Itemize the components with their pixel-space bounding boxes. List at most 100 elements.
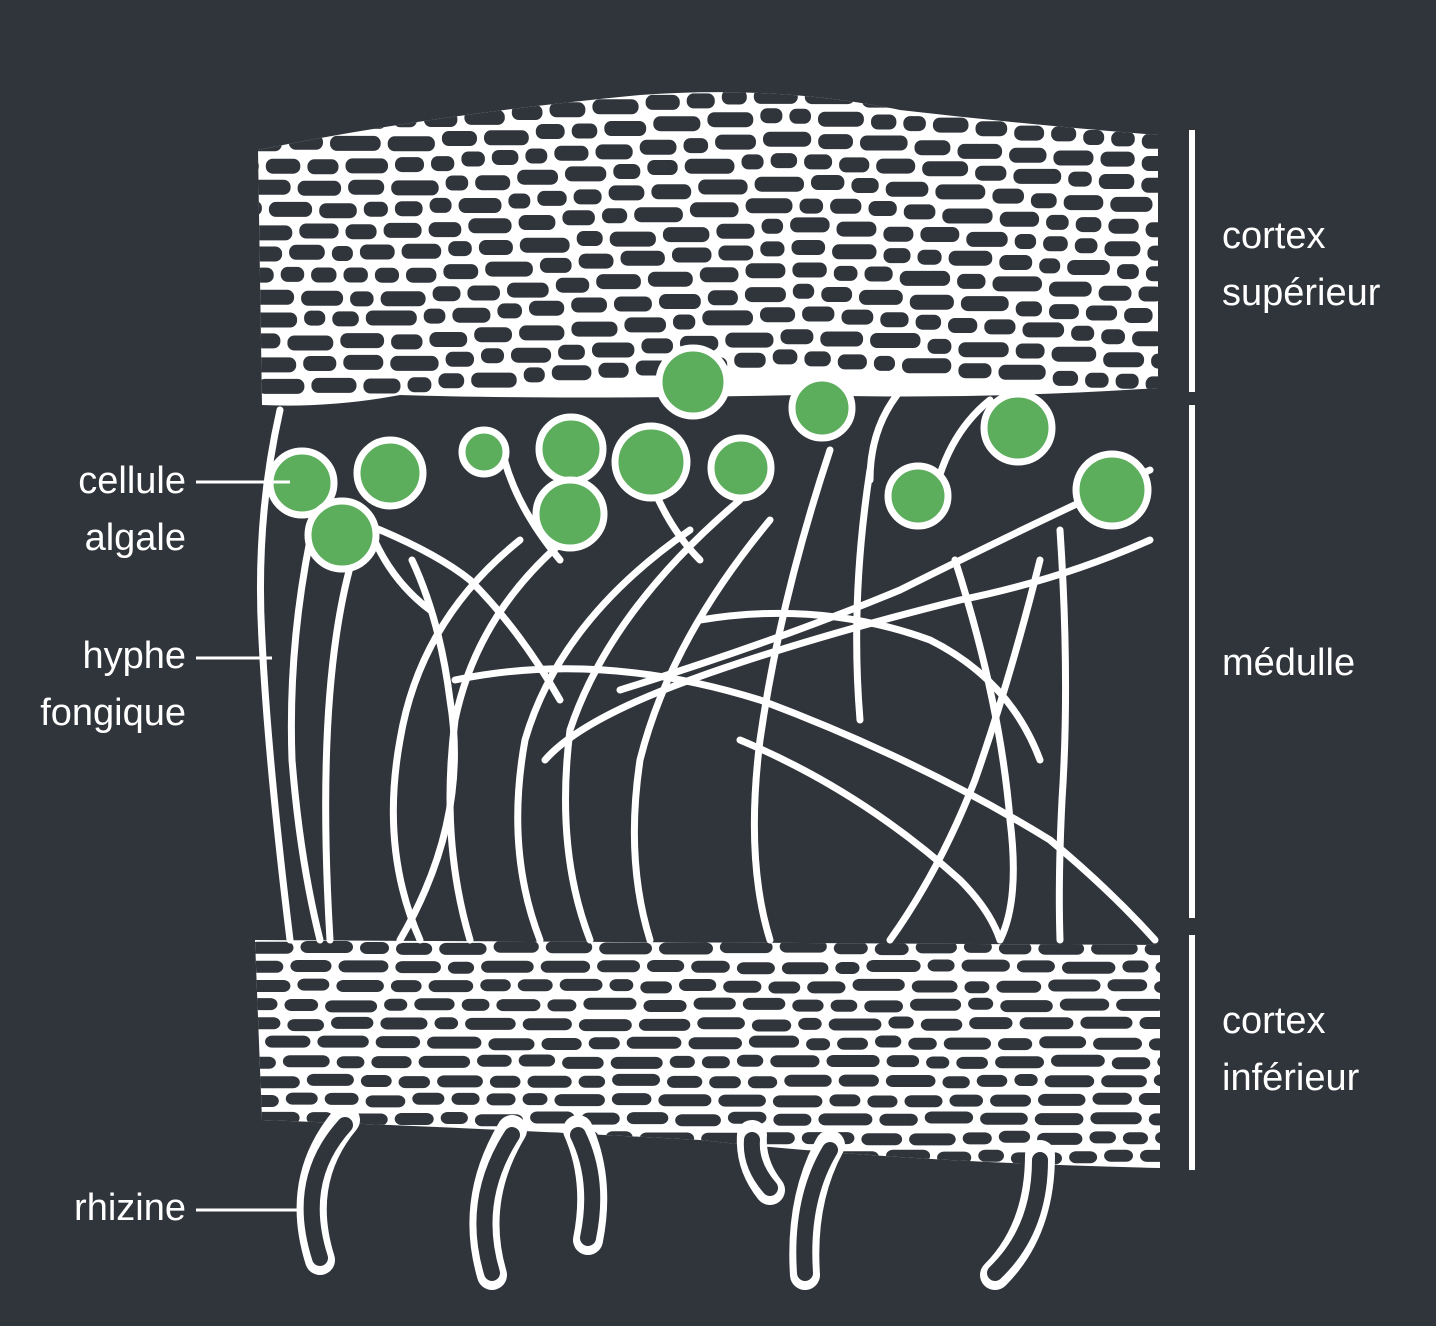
cortex-cell	[558, 344, 585, 360]
cortex-cell	[744, 287, 786, 303]
cortex-cell	[779, 940, 827, 953]
cortex-cell	[1090, 1112, 1142, 1125]
cortex-cell	[602, 208, 628, 224]
cortex-cell	[1144, 943, 1160, 956]
cortex-cell	[549, 102, 586, 118]
cortex-cell	[640, 981, 672, 994]
cortex-cell	[452, 307, 491, 323]
cortex-cell	[1063, 195, 1104, 211]
cortex-cell	[268, 201, 313, 217]
cortex-cell	[838, 1074, 879, 1087]
cortex-cell	[807, 981, 846, 994]
cortex-cell	[927, 959, 955, 972]
cortex-cell	[383, 222, 422, 238]
cortex-cell	[745, 263, 786, 279]
cortex-cell	[465, 1017, 516, 1030]
cortex-cell	[1147, 245, 1158, 261]
cortex-cell	[613, 164, 641, 179]
cortex-cell	[693, 997, 736, 1010]
cortex-cell	[471, 372, 517, 388]
cortex-cell	[414, 998, 455, 1011]
cortex-cell	[535, 124, 565, 139]
cortex-cell	[721, 92, 747, 105]
cortex-cell	[258, 246, 283, 262]
cortex-cell	[662, 227, 710, 243]
cortex-cell	[669, 1055, 695, 1068]
cortex-cell	[1015, 343, 1045, 359]
cortex-cell	[792, 262, 827, 278]
cortex-cell	[395, 157, 424, 173]
cortex-cell	[508, 193, 531, 209]
cortex-cell	[999, 211, 1040, 227]
cortex-cell	[860, 135, 908, 151]
cortex-cell	[1048, 979, 1101, 992]
cortex-cell	[554, 1094, 605, 1107]
cortex-cell	[429, 332, 468, 347]
cortex-cell	[1043, 236, 1068, 252]
cortex-cell	[282, 1055, 330, 1068]
cortex-cell	[867, 1095, 898, 1108]
cortex-cell	[781, 962, 829, 975]
cortex-cell	[937, 1151, 972, 1164]
cortex-cell	[978, 1149, 1004, 1162]
cortex-cell	[1052, 370, 1079, 386]
cortex-cell	[754, 176, 804, 192]
cortex-cell	[391, 180, 439, 196]
cortex-cell	[1108, 218, 1139, 234]
cortex-cell	[956, 1056, 988, 1069]
cortex-cell	[659, 294, 701, 309]
cortex-cell	[718, 1094, 766, 1107]
cortex-cell	[360, 942, 389, 954]
cortex-cell	[592, 99, 639, 115]
cortex-cell	[545, 941, 593, 954]
cortex-cell	[975, 121, 1008, 137]
cortex-cell	[1148, 92, 1158, 107]
cortex-cell	[1145, 266, 1158, 282]
cortex-cell	[910, 998, 962, 1011]
cortex-cell	[297, 978, 330, 991]
cortex-cell	[486, 1093, 516, 1106]
cortex-cell	[530, 1111, 575, 1124]
cortex-cell	[1117, 264, 1139, 280]
cortex-cell	[792, 999, 824, 1012]
cortex-cell	[647, 160, 678, 175]
cortex-cell	[1145, 222, 1158, 238]
cortex-cell	[331, 246, 353, 261]
cortex-cell	[624, 317, 666, 333]
cortex-cell	[992, 188, 1024, 204]
cortex-cell	[723, 980, 762, 993]
cortex-cell	[667, 1075, 703, 1088]
cortex-cell	[390, 980, 422, 993]
cortex-cell	[610, 1056, 663, 1069]
cortex-cell	[643, 1000, 687, 1012]
cortex-cell	[645, 94, 680, 110]
cortex-cell	[517, 169, 558, 185]
cortex-cell	[715, 134, 756, 150]
cortex-cell	[343, 267, 368, 283]
cortex-cell	[691, 960, 730, 973]
cortex-cell	[493, 940, 539, 953]
cortex-cell	[571, 297, 607, 313]
cortex-cell	[870, 333, 921, 348]
cortex-cell	[821, 287, 853, 302]
algal-cell	[1072, 450, 1152, 530]
cortex-cell	[745, 198, 793, 214]
cortex-cell	[458, 198, 502, 213]
cortex-cell	[904, 1095, 943, 1108]
algal-cell	[655, 344, 731, 420]
cortex-cell	[688, 1037, 742, 1050]
cortex-cell	[1098, 174, 1135, 189]
cortex-cell	[1085, 372, 1109, 388]
cortex-cell	[702, 310, 753, 326]
cortex-cell	[859, 289, 903, 305]
cortex-cell	[1034, 1113, 1084, 1126]
cortex-cell	[961, 76, 995, 91]
cortex-cell	[1104, 241, 1141, 257]
cortex-cell	[396, 942, 433, 955]
cortex-cell	[980, 1112, 1028, 1125]
cortex-cell	[957, 143, 1003, 159]
cortex-cell	[336, 980, 384, 992]
cortex-cell	[258, 312, 298, 328]
cortex-cell	[358, 113, 387, 129]
